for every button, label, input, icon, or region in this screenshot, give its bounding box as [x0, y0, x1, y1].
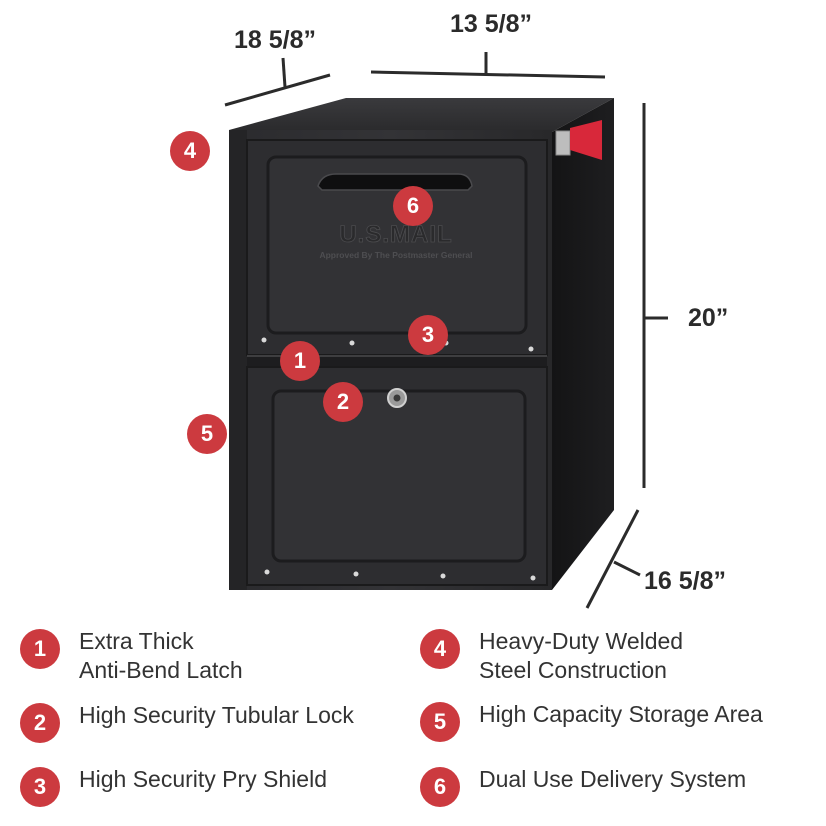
legend-item-5: 5 High Capacity Storage Area — [420, 700, 763, 742]
callout-badge-1: 1 — [280, 341, 320, 381]
legend-item-2: 2 High Security Tubular Lock — [20, 701, 354, 743]
callout-badge-3: 3 — [408, 315, 448, 355]
legend-badge-5: 5 — [420, 702, 460, 742]
legend-badge-3: 3 — [20, 767, 60, 807]
legend-text-5: High Capacity Storage Area — [479, 701, 763, 727]
legend-text-2: High Security Tubular Lock — [79, 702, 354, 728]
legend-badge-2: 2 — [20, 703, 60, 743]
legend-item-4: 4 Heavy-Duty Welded Steel Construction — [420, 627, 683, 685]
callout-badge-5: 5 — [187, 414, 227, 454]
legend-text-3: High Security Pry Shield — [79, 766, 327, 792]
lower-door-panel — [271, 389, 527, 563]
mailbox-side — [552, 98, 614, 590]
callout-badge-6: 6 — [393, 186, 433, 226]
legend-item-1: 1 Extra Thick Anti-Bend Latch — [20, 627, 243, 685]
legend-badge-6: 6 — [420, 767, 460, 807]
postmaster-emboss: Approved By The Postmaster General — [319, 250, 472, 260]
legend-badge-1: 1 — [20, 629, 60, 669]
depth-top-label: 18 5/8” — [234, 26, 317, 54]
callout-badge-2: 2 — [323, 382, 363, 422]
legend-text-4a: Heavy-Duty Welded — [479, 628, 684, 654]
legend-text-1b: Anti-Bend Latch — [79, 657, 243, 683]
latch-bar — [247, 355, 547, 367]
mailbox-top — [229, 98, 614, 132]
legend-badge-4: 4 — [420, 629, 460, 669]
red-flag — [570, 120, 602, 160]
upper-door-panel — [266, 155, 528, 335]
callout-badge-4: 4 — [170, 131, 210, 171]
legend-text-4b: Steel Construction — [479, 657, 667, 683]
legend-item-3: 3 High Security Pry Shield — [20, 765, 327, 807]
height-label: 20” — [688, 304, 729, 332]
dimension-lines — [224, 52, 668, 609]
legend-item-6: 6 Dual Use Delivery System — [420, 765, 746, 807]
depth-bottom-label: 16 5/8” — [644, 567, 727, 595]
legend-text-6: Dual Use Delivery System — [479, 766, 747, 792]
usmail-emboss: U.S.MAIL — [339, 221, 452, 248]
legend-text-1a: Extra Thick — [79, 628, 194, 654]
flag-bracket — [555, 130, 571, 156]
width-label: 13 5/8” — [450, 10, 533, 38]
rivets — [261, 337, 536, 581]
door-handle — [317, 173, 473, 191]
